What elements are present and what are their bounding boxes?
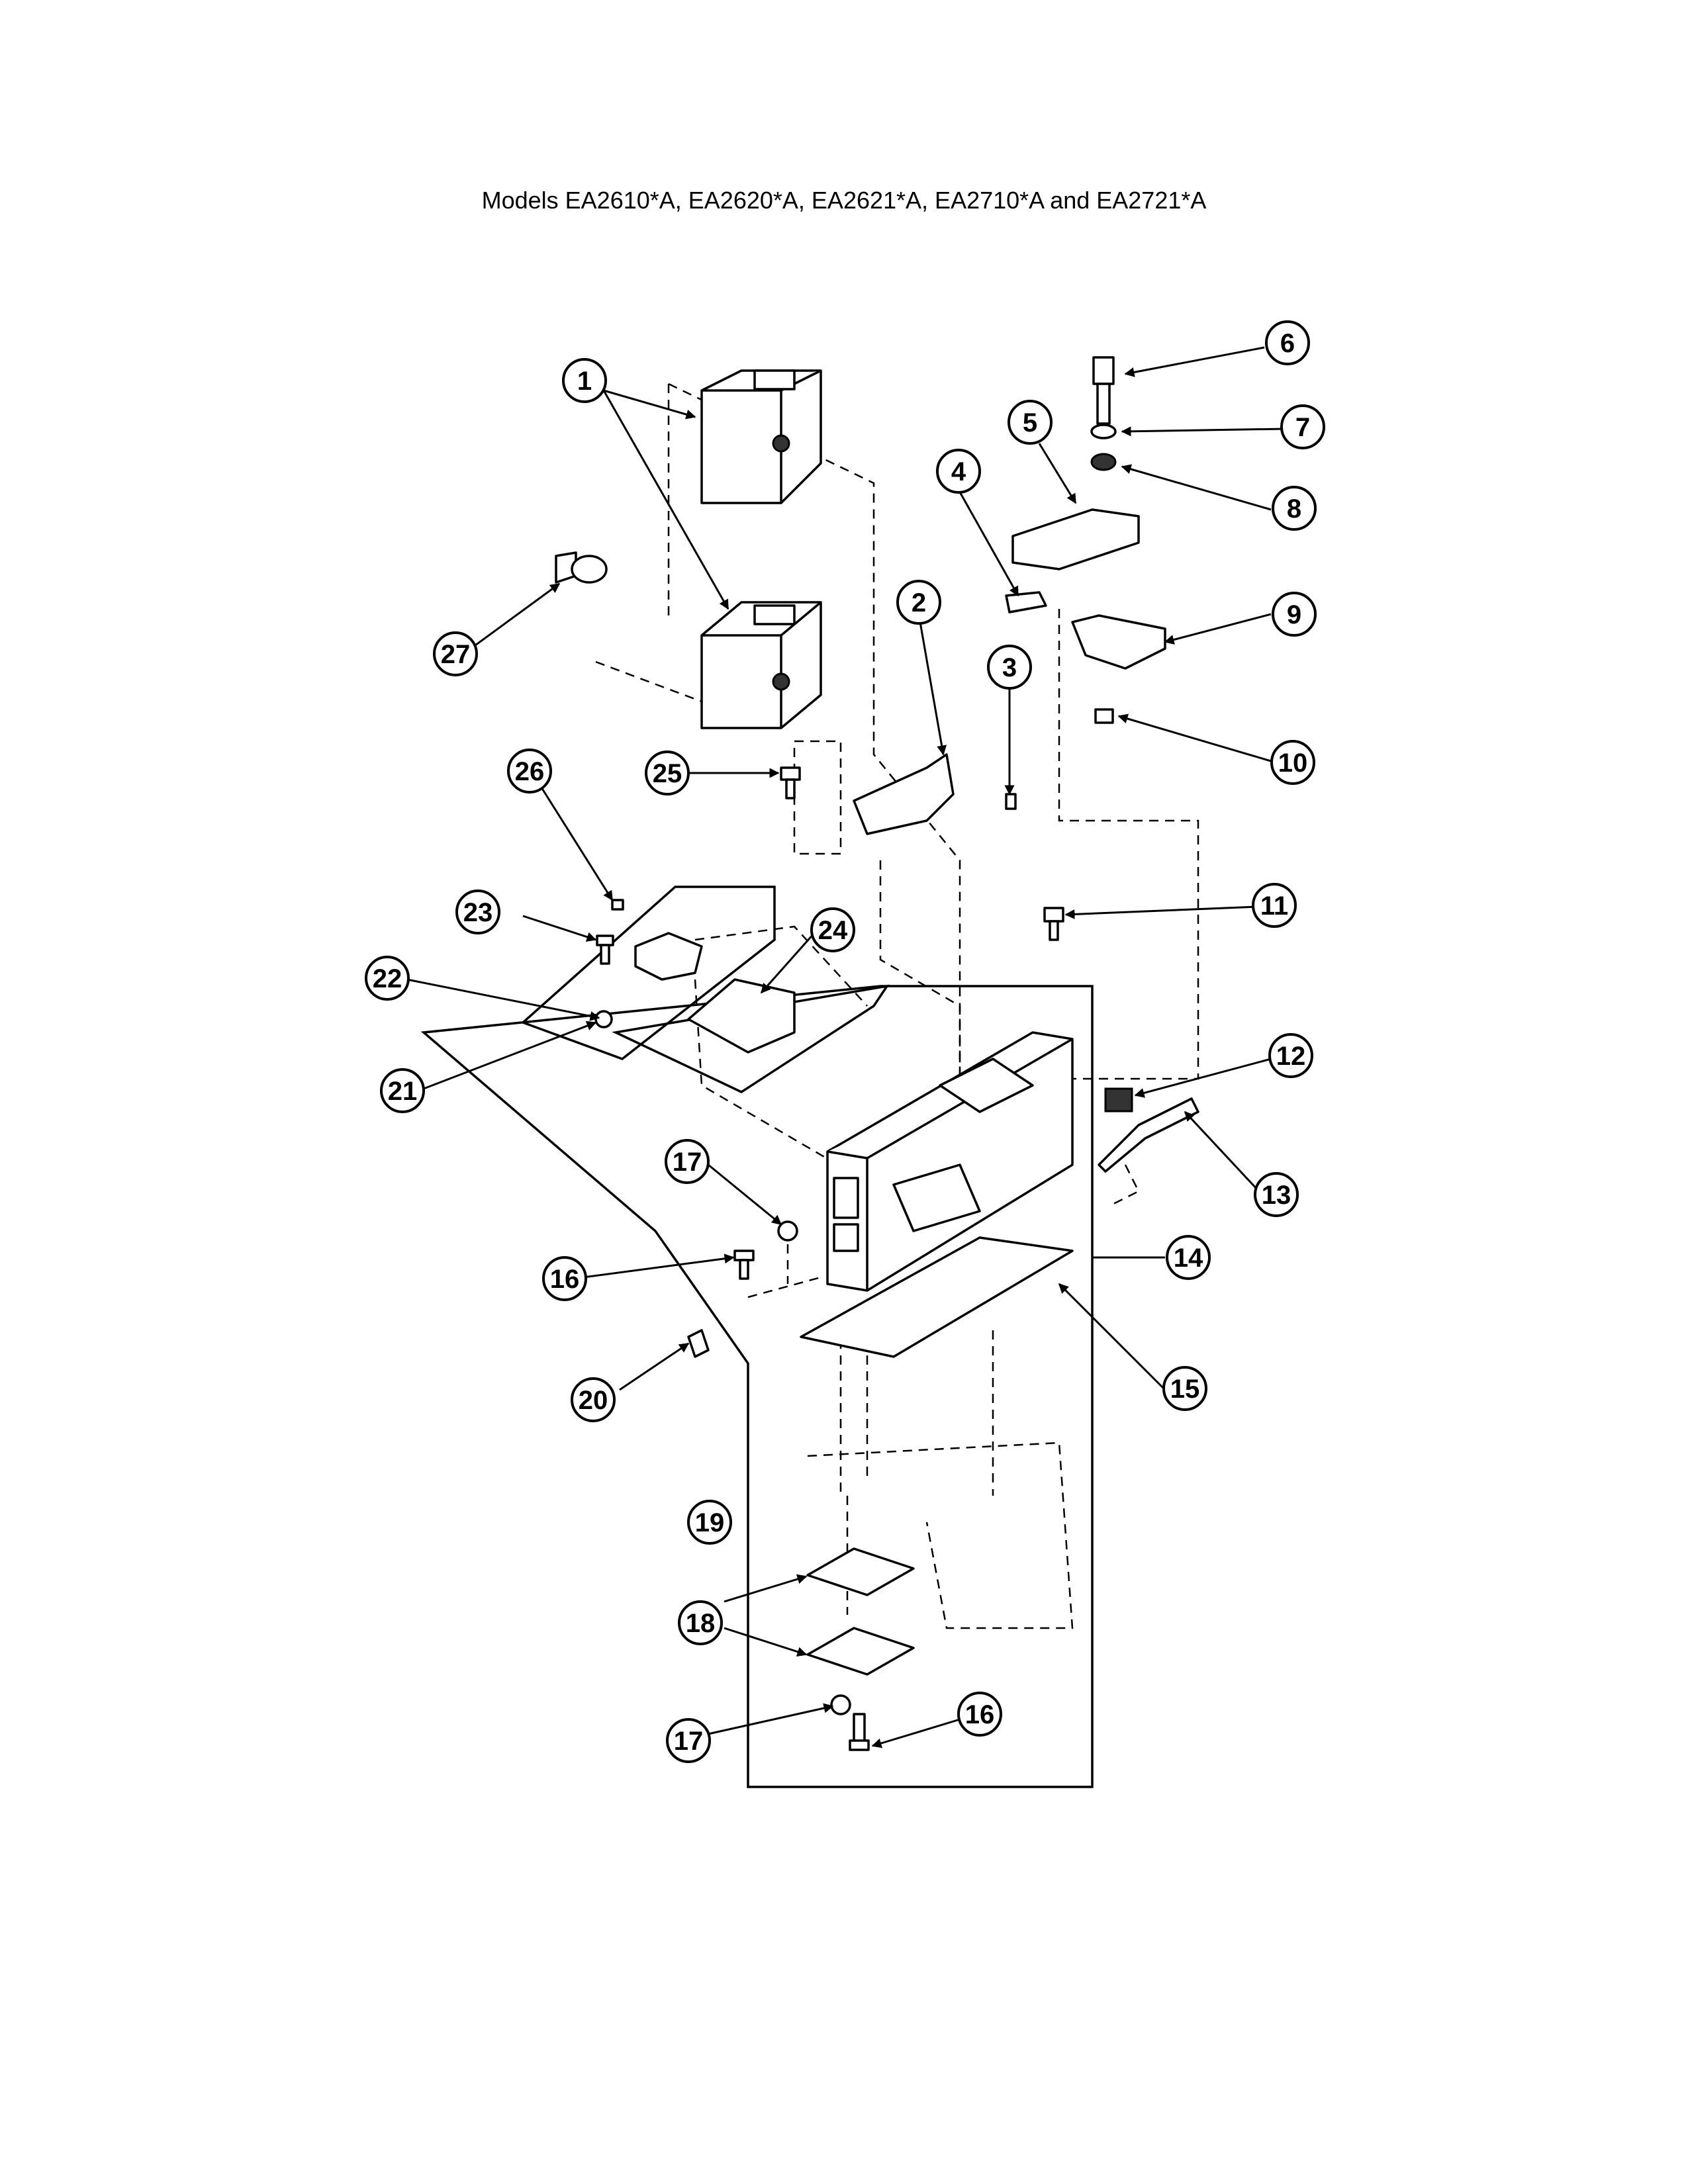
callout-5: 5 bbox=[1008, 400, 1053, 445]
mounting-plate-part-15 bbox=[800, 1236, 1074, 1358]
leader-lines bbox=[406, 346, 1285, 1749]
callout-4: 4 bbox=[936, 449, 981, 494]
svg-text:1: 1 bbox=[577, 367, 592, 396]
screw-part-16-lower bbox=[849, 1713, 870, 1751]
svg-text:13: 13 bbox=[1262, 1181, 1291, 1210]
callout-14: 14 bbox=[1166, 1235, 1211, 1280]
svg-text:16: 16 bbox=[550, 1265, 580, 1294]
callout-7: 7 bbox=[1280, 404, 1325, 449]
callout-19: 19 bbox=[687, 1500, 732, 1545]
callout-22: 22 bbox=[365, 956, 410, 1001]
callout-21: 21 bbox=[380, 1068, 425, 1113]
cover-plate-part-5 bbox=[1011, 508, 1140, 570]
plate-part-19 bbox=[806, 1547, 915, 1596]
screw-part-23 bbox=[596, 934, 614, 965]
callout-13: 13 bbox=[1254, 1172, 1299, 1217]
callout-16-lower: 16 bbox=[957, 1692, 1002, 1737]
callout-24: 24 bbox=[810, 907, 855, 952]
nut-part-17-lower bbox=[830, 1694, 851, 1715]
svg-text:6: 6 bbox=[1280, 329, 1295, 358]
callout-23: 23 bbox=[455, 889, 500, 934]
svg-text:17: 17 bbox=[673, 1148, 702, 1177]
svg-text:18: 18 bbox=[686, 1609, 716, 1638]
svg-text:19: 19 bbox=[695, 1508, 725, 1537]
callout-18: 18 bbox=[678, 1600, 723, 1645]
callout-10: 10 bbox=[1270, 740, 1315, 785]
callout-26: 26 bbox=[507, 749, 552, 794]
svg-text:27: 27 bbox=[441, 640, 471, 669]
callout-8: 8 bbox=[1272, 486, 1317, 531]
screw-part-11 bbox=[1043, 907, 1064, 941]
switch-part-20 bbox=[687, 1329, 710, 1358]
cover-part-24 bbox=[687, 978, 796, 1054]
connector-part-12 bbox=[1104, 1087, 1133, 1113]
svg-text:2: 2 bbox=[912, 588, 926, 617]
plate-part-18 bbox=[806, 1627, 915, 1676]
screw-part-26 bbox=[611, 899, 624, 911]
timer-part-upper bbox=[700, 369, 822, 504]
callout-2: 2 bbox=[896, 580, 941, 625]
callout-15: 15 bbox=[1162, 1366, 1207, 1411]
svg-text:4: 4 bbox=[951, 457, 966, 486]
screw-part-16-upper bbox=[733, 1250, 755, 1280]
svg-text:23: 23 bbox=[463, 898, 493, 927]
svg-text:8: 8 bbox=[1287, 494, 1301, 523]
clamp-part-9 bbox=[1071, 614, 1166, 670]
svg-text:25: 25 bbox=[653, 759, 682, 788]
callout-3: 3 bbox=[987, 645, 1032, 690]
bracket-shield-part bbox=[634, 932, 703, 981]
shield-group-outline bbox=[520, 886, 776, 1060]
callout-6: 6 bbox=[1265, 320, 1310, 365]
nut-part-21 bbox=[594, 1010, 613, 1028]
screw-part-3 bbox=[1005, 793, 1017, 810]
svg-text:17: 17 bbox=[674, 1727, 704, 1756]
svg-text:11: 11 bbox=[1260, 891, 1288, 921]
svg-text:15: 15 bbox=[1170, 1375, 1200, 1404]
svg-text:3: 3 bbox=[1002, 653, 1017, 682]
harness-part-13 bbox=[1098, 1097, 1199, 1173]
callout-9: 9 bbox=[1272, 592, 1317, 637]
callout-1: 1 bbox=[562, 358, 607, 403]
nut-part-17-upper bbox=[777, 1220, 798, 1242]
callout-25: 25 bbox=[645, 751, 690, 796]
svg-text:12: 12 bbox=[1276, 1042, 1306, 1071]
assembly-frame-outline bbox=[420, 985, 1094, 1788]
callout-17-upper: 17 bbox=[665, 1139, 710, 1184]
svg-text:7: 7 bbox=[1295, 413, 1310, 442]
timer-part-lower bbox=[700, 601, 822, 729]
callout-12: 12 bbox=[1268, 1033, 1313, 1078]
svg-text:5: 5 bbox=[1023, 408, 1037, 437]
housing-part-14 bbox=[826, 1031, 1074, 1292]
screw-part-25 bbox=[780, 766, 801, 799]
svg-text:20: 20 bbox=[579, 1386, 608, 1415]
svg-text:26: 26 bbox=[515, 757, 545, 786]
callout-11: 11 bbox=[1252, 883, 1297, 928]
nut-part-10 bbox=[1094, 708, 1114, 724]
callout-17-lower: 17 bbox=[666, 1718, 711, 1763]
svg-text:24: 24 bbox=[818, 916, 848, 945]
washer-part-8 bbox=[1090, 453, 1117, 471]
bolt-part-6 bbox=[1092, 356, 1115, 425]
svg-text:9: 9 bbox=[1287, 600, 1301, 629]
callout-16-upper: 16 bbox=[542, 1256, 587, 1301]
svg-text:14: 14 bbox=[1174, 1244, 1203, 1273]
svg-text:21: 21 bbox=[388, 1077, 418, 1106]
valve-part-27 bbox=[555, 551, 608, 584]
svg-text:22: 22 bbox=[373, 964, 402, 993]
svg-text:10: 10 bbox=[1278, 749, 1308, 778]
block-part-4 bbox=[1005, 591, 1047, 614]
cover-group-outline bbox=[612, 984, 890, 1093]
washer-part-7 bbox=[1090, 424, 1117, 439]
callout-27: 27 bbox=[433, 631, 478, 676]
page-title: Models EA2610*A, EA2620*A, EA2621*A, EA2… bbox=[481, 187, 1207, 214]
bracket-part bbox=[853, 753, 955, 835]
svg-text:16: 16 bbox=[965, 1700, 995, 1729]
callout-20: 20 bbox=[571, 1377, 616, 1422]
